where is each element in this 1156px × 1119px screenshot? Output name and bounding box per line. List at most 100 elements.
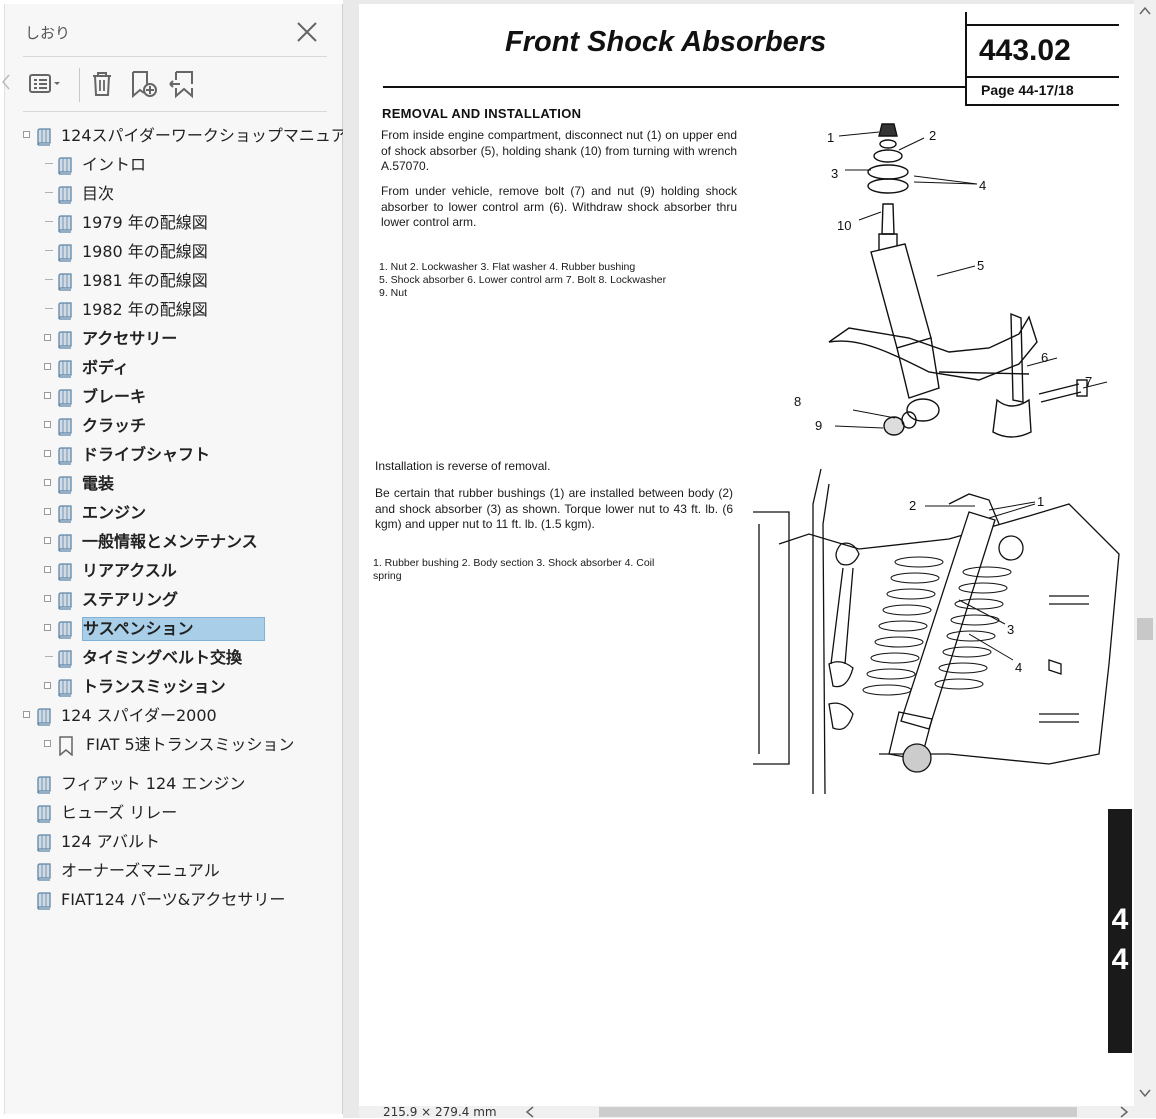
expand-toggle[interactable] [44, 537, 51, 544]
bookmark-label: オーナーズマニュアル [61, 861, 220, 880]
scroll-left-arrow-icon[interactable] [525, 1106, 535, 1118]
document-title: Front Shock Absorbers [505, 26, 827, 58]
bookmark-item[interactable]: トランスミッション [5, 674, 335, 700]
bookmark-label: 124 アバルト [61, 832, 160, 851]
expand-toggle[interactable] [44, 363, 51, 370]
scroll-right-arrow-icon[interactable] [1119, 1106, 1129, 1118]
tree-connector [44, 276, 53, 283]
document-viewport: Front Shock Absorbers 443.02 Page 44-17/… [343, 0, 1156, 1118]
bookmark-item[interactable]: イントロ [5, 152, 335, 178]
horizontal-scroll-thumb[interactable] [599, 1107, 1077, 1117]
bookmark-item[interactable]: ボディ [5, 355, 335, 381]
bookmark-label: 1982 年の配線図 [82, 300, 208, 319]
figure-legend: 1. Rubber bushing 2. Body section 3. Sho… [373, 557, 743, 583]
expand-toggle[interactable] [23, 711, 30, 718]
list-options-icon[interactable] [27, 68, 67, 100]
bookmark-item[interactable]: 電装 [5, 471, 335, 497]
bookmark-item[interactable]: FIAT 5速トランスミッション [5, 732, 335, 758]
bookmark-item[interactable]: 目次 [5, 181, 335, 207]
bookmark-label: 1980 年の配線図 [82, 242, 208, 261]
bookmark-item[interactable]: リアアクスル [5, 558, 335, 584]
expand-toggle[interactable] [44, 479, 51, 486]
bookmark-item[interactable]: オーナーズマニュアル [5, 858, 335, 884]
expand-toggle[interactable] [23, 131, 30, 138]
scroll-down-arrow-icon[interactable] [1139, 1088, 1151, 1098]
instruction-paragraph: Installation is reverse of removal. [375, 459, 551, 473]
legend-line: spring [373, 570, 402, 582]
tab-number: 4 [1111, 943, 1129, 976]
bookmark-item[interactable]: 124 アバルト [5, 829, 335, 855]
bookmark-item[interactable]: フィアット 124 エンジン [5, 771, 335, 797]
bookmark-item[interactable]: タイミングベルト交換 [5, 645, 335, 671]
bookmark-book-icon [56, 504, 76, 524]
legend-line: 5. Shock absorber 6. Lower control arm 7… [379, 274, 667, 286]
instruction-paragraph: From inside engine compartment, disconne… [381, 128, 737, 173]
bookmark-item[interactable]: ドライブシャフト [5, 442, 335, 468]
bookmark-ribbon-icon [56, 736, 76, 757]
callout-4: 4 [1015, 660, 1022, 675]
bookmark-label: ボディ [82, 358, 129, 377]
expand-toggle[interactable] [44, 740, 51, 747]
bookmark-item[interactable]: ステアリング [5, 587, 335, 613]
legend-line: 1. Nut 2. Lockwasher 3. Flat washer 4. R… [379, 261, 636, 273]
close-icon[interactable] [295, 20, 319, 44]
expand-toggle[interactable] [44, 450, 51, 457]
expand-toggle[interactable] [44, 566, 51, 573]
expand-toggle[interactable] [44, 624, 51, 631]
bookmark-item[interactable]: 1981 年の配線図 [5, 268, 335, 294]
callout-2: 2 [929, 128, 936, 143]
expand-toggle[interactable] [44, 392, 51, 399]
bookmark-item[interactable]: FIAT124 パーツ&アクセサリー [5, 887, 335, 913]
bookmark-item[interactable]: 124スパイダーワークショップマニュアル [5, 123, 362, 149]
bookmark-item[interactable]: 124 スパイダー2000 [5, 703, 335, 729]
find-bookmark-icon[interactable] [167, 68, 201, 100]
bookmark-item[interactable]: クラッチ [5, 413, 335, 439]
bookmark-item[interactable]: サスペンション [5, 616, 335, 642]
bookmark-item[interactable]: 1982 年の配線図 [5, 297, 335, 323]
toolbar-divider [79, 68, 80, 102]
trash-icon[interactable] [87, 68, 117, 100]
expand-toggle[interactable] [44, 595, 51, 602]
callout-9: 9 [815, 418, 822, 433]
status-bar: 215.9 × 279.4 mm [359, 1105, 1156, 1119]
callout-5: 5 [977, 258, 984, 273]
bookmark-item[interactable]: アクセサリー [5, 326, 335, 352]
bookmark-item[interactable]: ブレーキ [5, 384, 335, 410]
vertical-scrollbar[interactable] [1134, 0, 1156, 1106]
scroll-up-arrow-icon[interactable] [1139, 6, 1151, 16]
bookmark-label: イントロ [82, 155, 147, 174]
bookmark-book-icon [56, 388, 76, 408]
vertical-scroll-thumb[interactable] [1137, 618, 1153, 640]
callout-10: 10 [837, 218, 851, 233]
bookmark-item[interactable]: ヒューズ リレー [5, 800, 335, 826]
chevron-left-icon [2, 74, 10, 90]
bookmark-book-icon [56, 678, 76, 698]
bookmark-item[interactable]: 1980 年の配線図 [5, 239, 335, 265]
bookmark-label: アクセサリー [82, 329, 178, 348]
bookmark-label: リアアクスル [82, 561, 177, 580]
expand-toggle[interactable] [44, 334, 51, 341]
bookmark-label: ブレーキ [82, 387, 147, 406]
callout-4: 4 [979, 178, 986, 193]
bookmark-item[interactable]: 1979 年の配線図 [5, 210, 335, 236]
bookmark-book-icon [56, 533, 76, 553]
bookmark-book-icon [56, 475, 76, 495]
callout-6: 6 [1041, 350, 1048, 365]
bookmark-book-icon [56, 301, 76, 321]
expand-toggle[interactable] [44, 682, 51, 689]
bookmark-book-icon [35, 891, 55, 911]
expand-toggle[interactable] [44, 421, 51, 428]
divider [23, 56, 327, 57]
add-bookmark-icon[interactable] [127, 68, 161, 100]
bookmark-book-icon [56, 417, 76, 437]
bookmark-book-icon [56, 243, 76, 263]
expand-toggle[interactable] [44, 508, 51, 515]
installed-shock-diagram: 2 1 3 4 [753, 468, 1120, 795]
bookmark-item[interactable]: エンジン [5, 500, 335, 526]
page-size-label: 215.9 × 279.4 mm [383, 1105, 497, 1119]
bookmark-book-icon [56, 446, 76, 466]
instruction-paragraph: From under vehicle, remove bolt (7) and … [381, 184, 737, 229]
bookmark-label: サスペンション [82, 617, 265, 641]
bookmark-item[interactable]: 一般情報とメンテナンス [5, 529, 335, 555]
tree-connector [44, 189, 53, 196]
